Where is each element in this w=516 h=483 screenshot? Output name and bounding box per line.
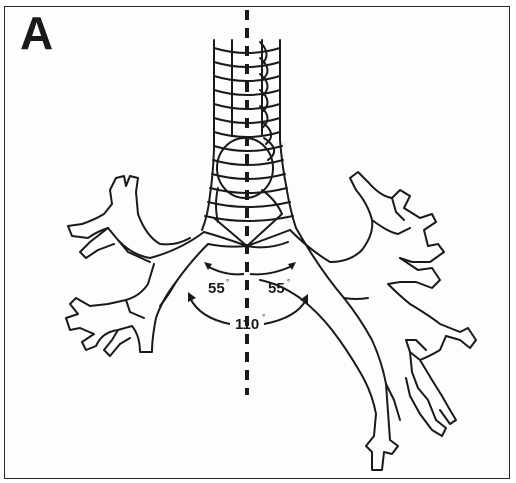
oval-structure (217, 138, 273, 198)
left-bronchial-tree (66, 176, 208, 356)
total-angle-degree: ° (262, 313, 265, 322)
right-angle-label: 55 (268, 280, 285, 297)
left-angle-arc (207, 266, 244, 274)
right-angle-degree: ° (287, 278, 290, 287)
total-angle-label: 110 (235, 316, 259, 333)
left-angle-degree: ° (226, 278, 229, 287)
left-angle-label: 55 (208, 280, 225, 297)
total-angle-arc (190, 298, 230, 324)
right-angle-arc (250, 266, 292, 274)
